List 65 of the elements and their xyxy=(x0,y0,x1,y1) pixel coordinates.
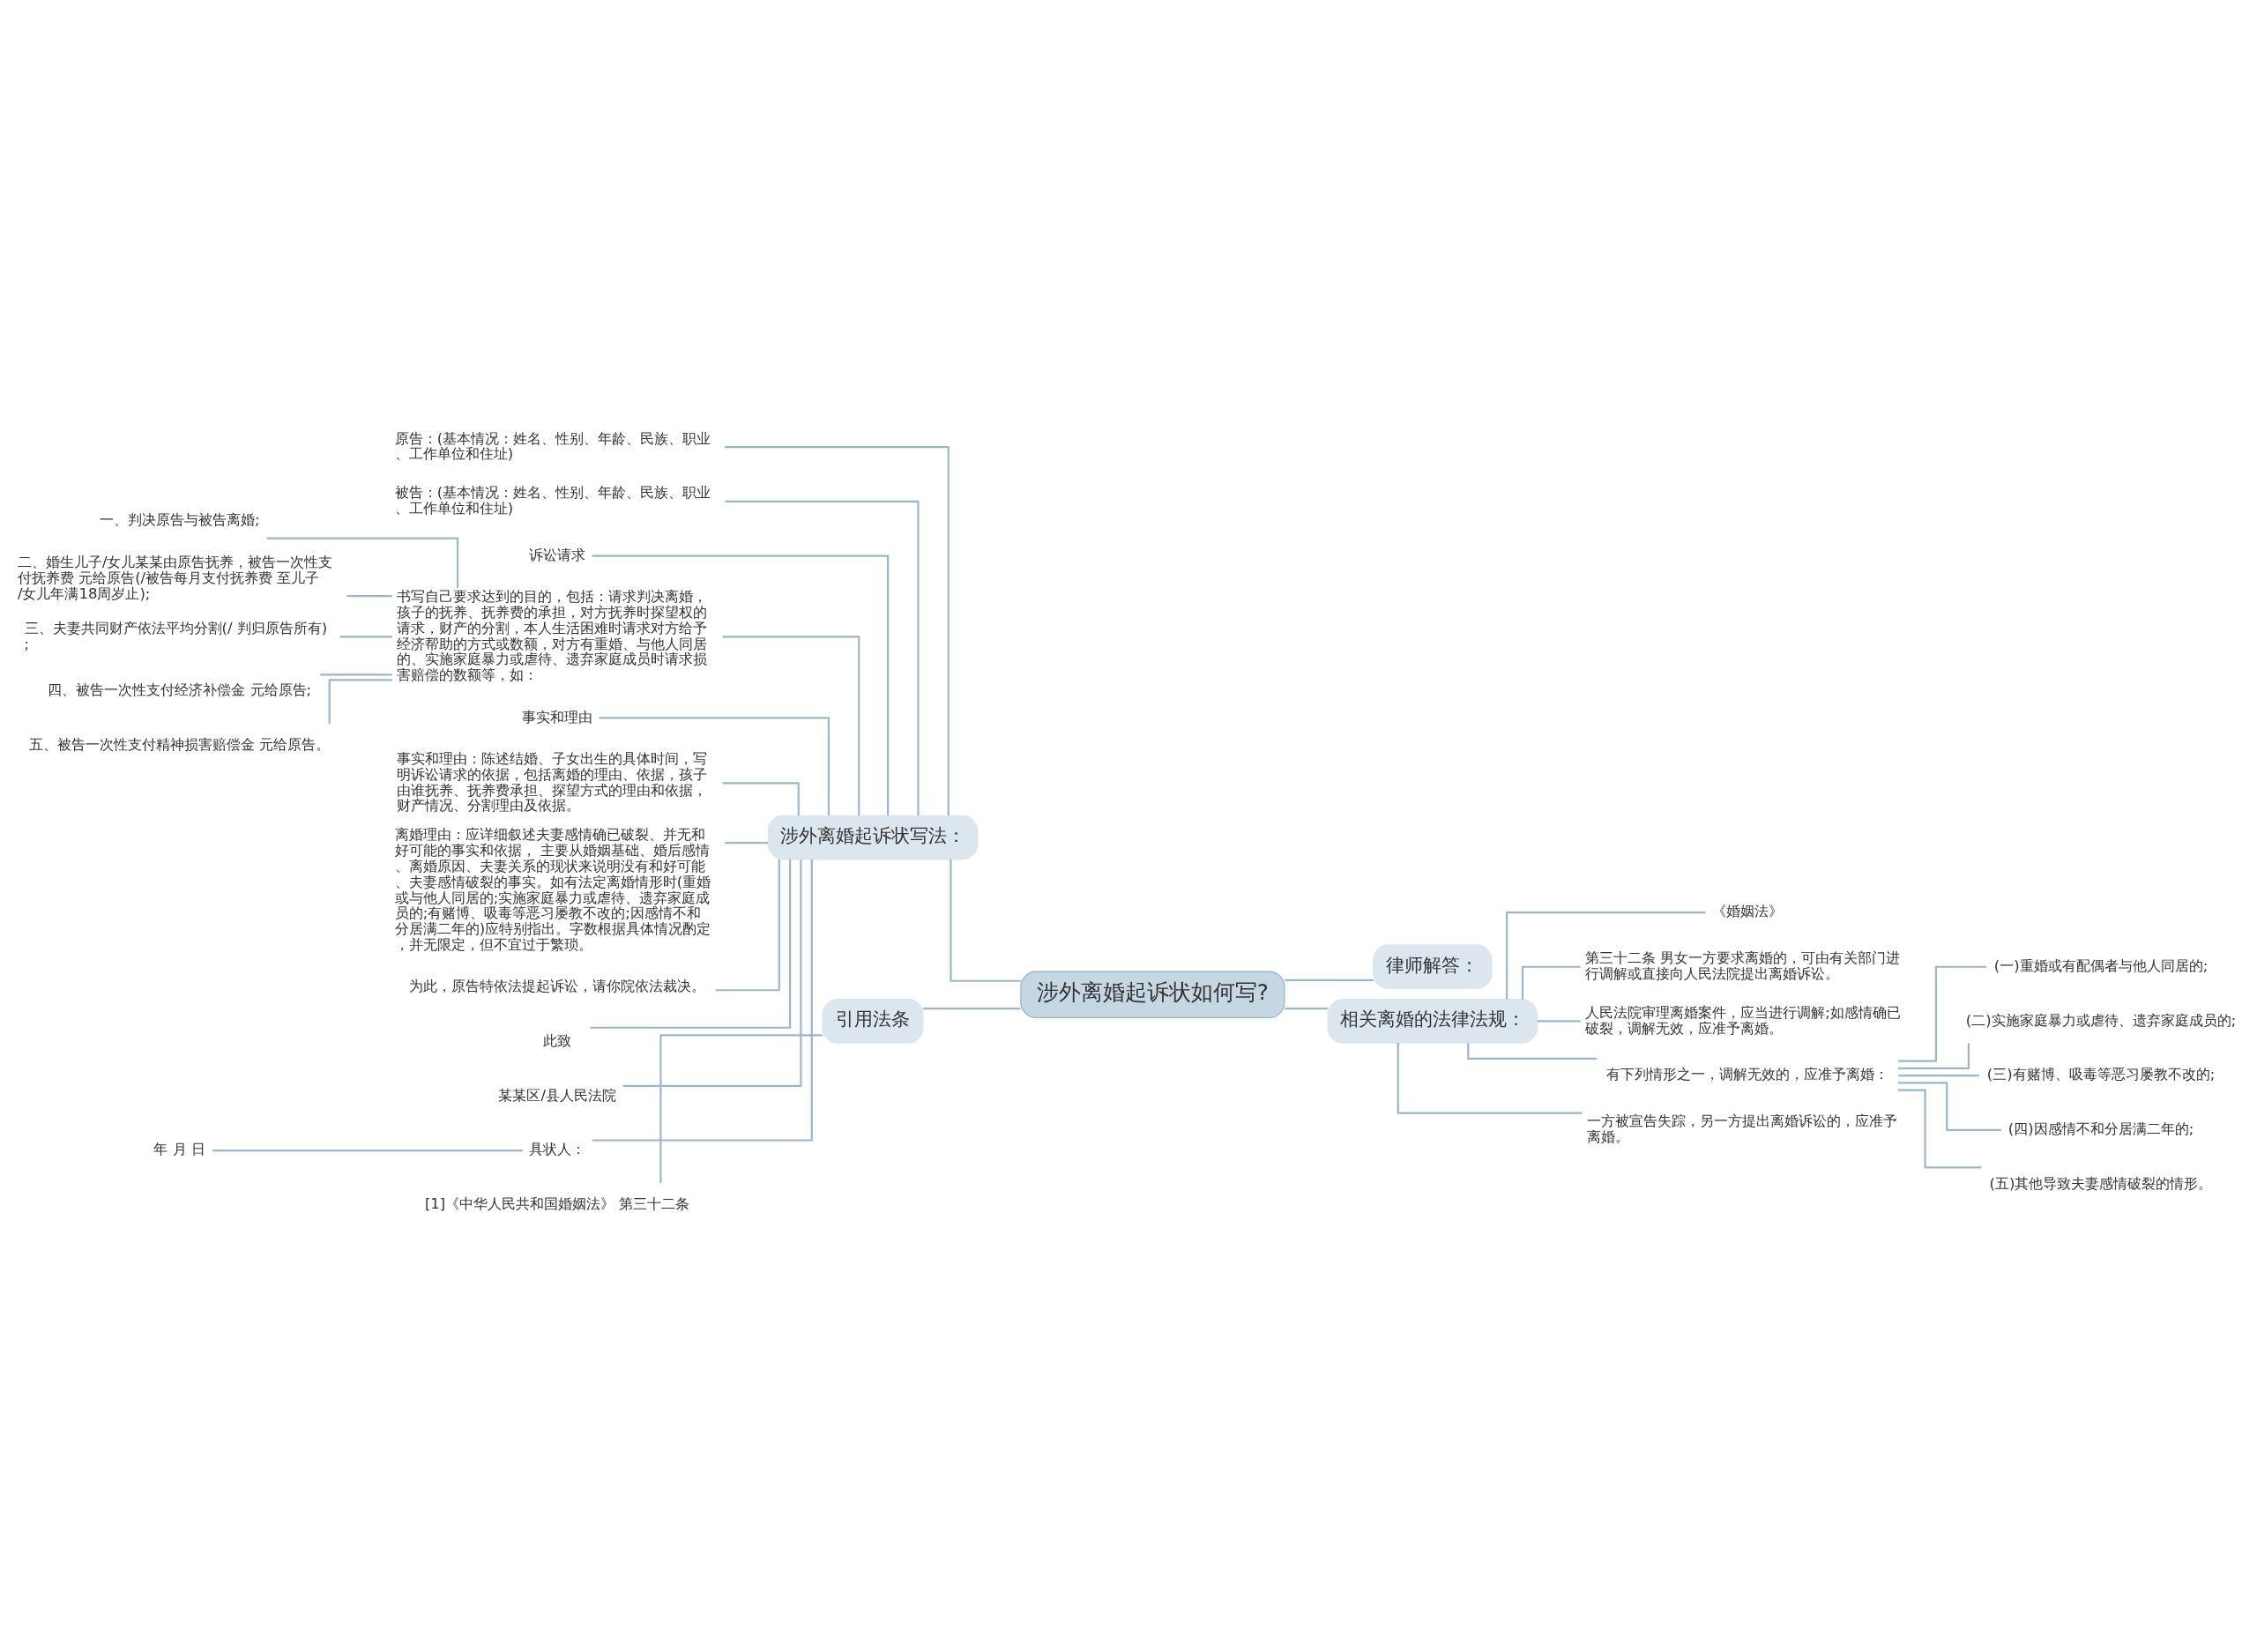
node-text: (一)重婚或有配偶者与他人同居的; xyxy=(1993,956,2209,974)
connector xyxy=(1897,1043,1970,1069)
node-box: 涉外离婚起诉状写法： xyxy=(767,815,979,860)
node-text: 某某区/县人民法院 xyxy=(498,1086,616,1104)
connector xyxy=(266,537,459,589)
connector xyxy=(592,859,813,1142)
node-text: 年 月 日 xyxy=(153,1141,205,1158)
connector xyxy=(1897,1082,2001,1131)
connector xyxy=(592,554,890,815)
node-text: 事实和理由 xyxy=(522,708,593,726)
node-text: (三)有赌博、吸毒等恶习屡教不改的; xyxy=(1986,1066,2216,1083)
connector xyxy=(1898,965,1987,1062)
node-text: (五)其他导致夫妻感情破裂的情形。 xyxy=(1989,1174,2213,1192)
node-text: (四)因感情不和分居满二年的; xyxy=(2007,1120,2194,1138)
node-text: 被告：(基本情况：姓名、性别、年龄、民族、职业、工作单位和住址) xyxy=(394,484,711,517)
connector xyxy=(725,446,950,815)
connector xyxy=(346,595,392,598)
connector xyxy=(1537,1020,1581,1023)
node-text: 诉讼请求 xyxy=(529,546,586,563)
node-box: 引用法条 xyxy=(822,999,924,1044)
connector xyxy=(1521,965,1581,1000)
connector xyxy=(725,500,920,815)
connector xyxy=(320,673,392,676)
node-box: 律师解答： xyxy=(1372,944,1493,990)
node-text: 第三十二条 男女一方要求离婚的，可由有关部门进行调解或直接向人民法院提出离婚诉讼。 xyxy=(1585,949,1901,982)
node-text: [1]《中华人民共和国婚姻法》 第三十二条 xyxy=(424,1195,690,1213)
node-text: (二)实施家庭暴力或虐待、遗弃家庭成员的; xyxy=(1965,1011,2237,1029)
connector xyxy=(339,636,392,638)
connector xyxy=(722,636,860,816)
node-text: 二、婚生儿子/女儿某某由原告抚养，被告一次性支付抚养费 元给原告(/被告每月支付抚养费 至儿子/女儿年满18周岁止); xyxy=(17,554,333,602)
node-text: 书写自己要求达到的目的，包括：请求判决离婚，孩子的抚养、抚养费的承担，对方抚养时探望权的请求，财产的分割，本人生活困难时请求对方给予经济帮助的方式或数额，对方有重婚、与他人同居的、实施家庭暴力或虐待、遗弃家庭成员时请求损害赔偿的数额等，如： xyxy=(397,588,708,684)
connector xyxy=(1467,1043,1598,1060)
connector xyxy=(923,1007,1021,1010)
connector xyxy=(722,782,800,816)
node-box: 相关离婚的法律法规： xyxy=(1327,999,1538,1044)
connector xyxy=(212,1150,523,1152)
connector xyxy=(599,717,831,816)
node-text: 此致 xyxy=(543,1031,572,1049)
node-text: 《婚姻法》 xyxy=(1712,903,1783,920)
node-text: 原告：(基本情况：姓名、性别、年龄、民族、职业、工作单位和住址) xyxy=(394,429,711,463)
connector xyxy=(1898,1075,1980,1077)
connector xyxy=(1397,1043,1583,1114)
node-text: 四、被告一次性支付经济补偿金 元给原告; xyxy=(48,681,312,699)
node-text: 离婚理由：应详细叙述夫妻感情确已破裂、并无和好可能的事实和依据， 主要从婚姻基础、婚后感情、离婚原因、夫妻关系的现状来说明没有和好可能、夫妻感情破裂的事实。如有法定离婚情形时(重婚或与他人同居的;实施家庭暴力或虐待、遗弃家庭成员的;有赌博、吸毒等恶习屡教不改的;因感情不和分居满二年的)应特别指出。字数根据具体情况酌定，并无限定，但不宜过于繁琐。 xyxy=(394,826,711,953)
connector xyxy=(622,859,802,1087)
connector xyxy=(1506,911,1706,1000)
connector xyxy=(659,1034,823,1184)
connector xyxy=(1285,979,1374,981)
node-text: 为此，原告特依法提起诉讼，请你院依法裁决。 xyxy=(409,978,706,995)
node-box: 涉外离婚起诉状如何写? xyxy=(1020,971,1285,1018)
node-text: 一方被宣告失踪，另一方提出离婚诉讼的，应准予离婚。 xyxy=(1587,1112,1898,1145)
connector xyxy=(1285,1007,1329,1010)
connector xyxy=(1897,1089,1982,1169)
node-text: 有下列情形之一，调解无效的，应准予离婚： xyxy=(1606,1066,1888,1083)
connector xyxy=(725,842,769,845)
node-text: 五、被告一次性支付精神损害赔偿金 元给原告。 xyxy=(29,736,331,754)
connector xyxy=(950,859,1021,982)
connector xyxy=(328,679,392,724)
node-text: 事实和理由：陈述结婚、子女出生的具体时间，写明诉讼请求的依据，包括离婚的理由、依据，孩子由谁抚养、抚养费承担、探望方式的理由和依据，财产情况、分割理由及依据。 xyxy=(397,749,708,815)
node-text: 具状人： xyxy=(529,1141,586,1158)
connector xyxy=(715,859,780,992)
node-text: 人民法院审理离婚案件，应当进行调解;如感情确已破裂，调解无效，应准予离婚。 xyxy=(1585,1003,1901,1037)
connector xyxy=(590,859,792,1029)
node-text: 一、判决原告与被告离婚; xyxy=(99,511,260,529)
node-text: 三、夫妻共同财产依法平均分割(/ 判归原告所有); xyxy=(24,619,328,652)
